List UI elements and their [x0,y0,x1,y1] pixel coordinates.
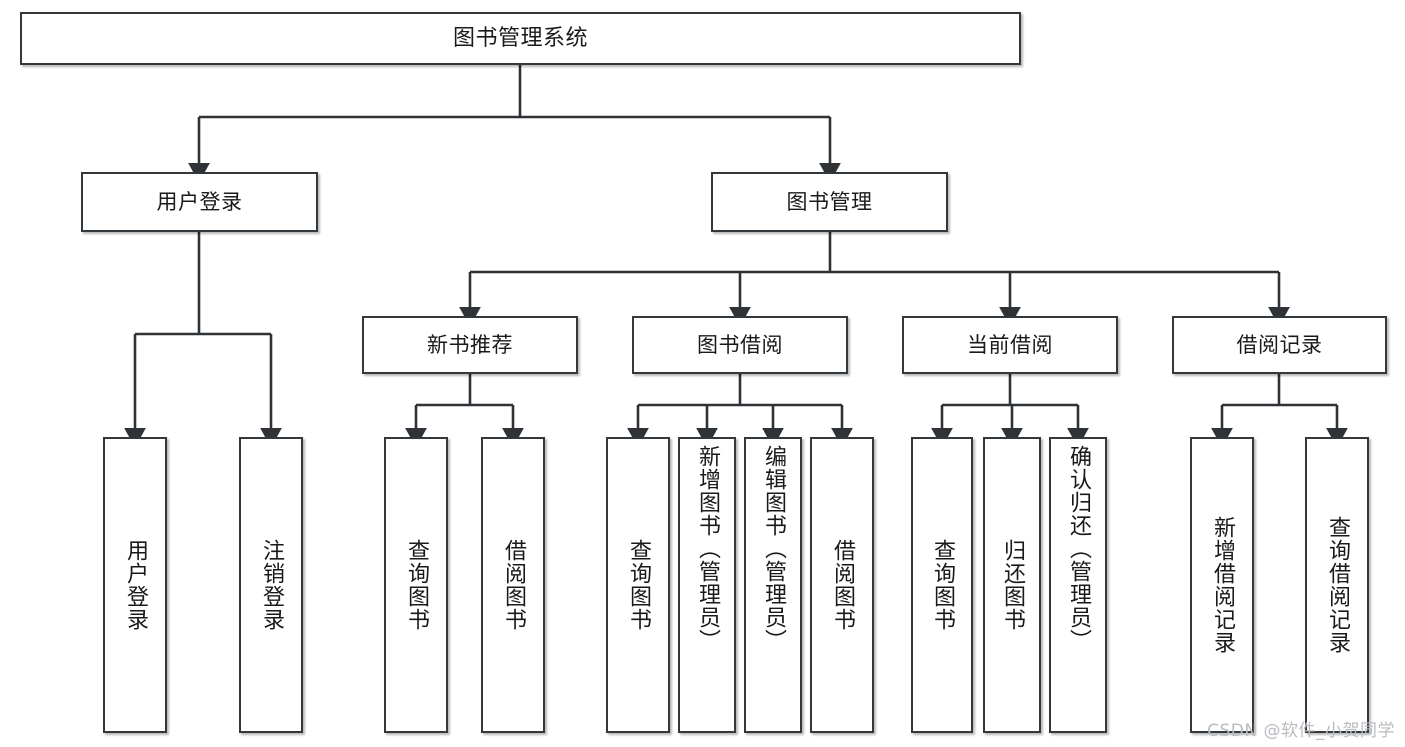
node-label: 归还图书 [999,539,1025,631]
leaf-node-query-book-current[interactable]: 查询图书 [911,437,973,733]
node-label: 当前借阅 [967,332,1053,357]
node-label: 图书管理 [786,189,873,214]
leaf-node-borrow-book-rec[interactable]: 借阅图书 [481,437,545,733]
node-label: 注销登录 [258,539,284,631]
leaf-node-confirm-return-admin[interactable]: 确认归还（管理员） [1049,437,1107,733]
csdn-watermark: CSDN @软件_小贺同学 [1207,721,1395,741]
leaf-node-user-login[interactable]: 用户登录 [103,437,167,733]
leaf-node-edit-book-admin[interactable]: 编辑图书（管理员） [744,437,802,733]
leaf-node-return-book[interactable]: 归还图书 [983,437,1041,733]
node-label: 编辑图书（管理员） [760,445,786,652]
node-label: 查询图书 [403,539,429,631]
node-book-management[interactable]: 图书管理 [711,172,948,232]
node-label: 用户登录 [122,539,148,631]
node-label: 查询图书 [625,539,651,631]
leaf-node-borrow-book[interactable]: 借阅图书 [810,437,874,733]
node-label: 新增借阅记录 [1209,516,1235,654]
leaf-node-add-borrow-record[interactable]: 新增借阅记录 [1190,437,1254,733]
node-label: 借阅记录 [1236,332,1323,357]
node-label: 新增图书（管理员） [694,445,720,652]
node-new-book-recommendation[interactable]: 新书推荐 [362,316,578,374]
node-label: 查询图书 [929,539,955,631]
leaf-node-query-book-rec[interactable]: 查询图书 [384,437,448,733]
node-label: 图书管理系统 [452,25,588,51]
node-label: 新书推荐 [427,332,513,357]
leaf-node-query-borrow-record[interactable]: 查询借阅记录 [1305,437,1369,733]
leaf-node-logout[interactable]: 注销登录 [239,437,303,733]
node-label: 借阅图书 [500,539,526,631]
node-root-book-management-system[interactable]: 图书管理系统 [20,12,1021,65]
node-book-borrowing[interactable]: 图书借阅 [632,316,848,374]
leaf-node-query-book[interactable]: 查询图书 [606,437,670,733]
node-current-borrowing[interactable]: 当前借阅 [902,316,1118,374]
node-label: 借阅图书 [829,539,855,631]
node-borrowing-record[interactable]: 借阅记录 [1172,316,1387,374]
node-label: 查询借阅记录 [1324,516,1350,654]
leaf-node-add-book-admin[interactable]: 新增图书（管理员） [678,437,736,733]
node-user-login[interactable]: 用户登录 [81,172,318,232]
node-label: 用户登录 [156,189,243,214]
node-label: 图书借阅 [697,332,783,357]
node-label: 确认归还（管理员） [1065,445,1091,652]
